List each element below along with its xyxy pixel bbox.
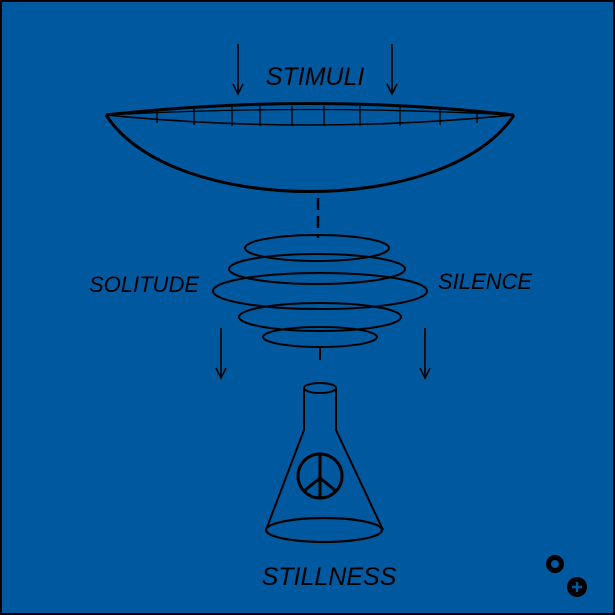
- label-stillness: STILLNESS: [262, 563, 397, 591]
- flask-icon: [264, 382, 384, 544]
- stillness-arrows: [215, 328, 431, 380]
- peace-sign-icon: [296, 452, 344, 500]
- label-stimuli: STIMULI: [266, 63, 365, 91]
- label-silence: SILENCE: [438, 269, 532, 294]
- label-solitude: SOLITUDE: [89, 272, 199, 297]
- stimuli-arrows: [232, 44, 398, 96]
- spiral-rings-icon: [212, 234, 428, 348]
- signature-logo-icon: [546, 555, 587, 597]
- filter-dish-icon: [104, 102, 516, 193]
